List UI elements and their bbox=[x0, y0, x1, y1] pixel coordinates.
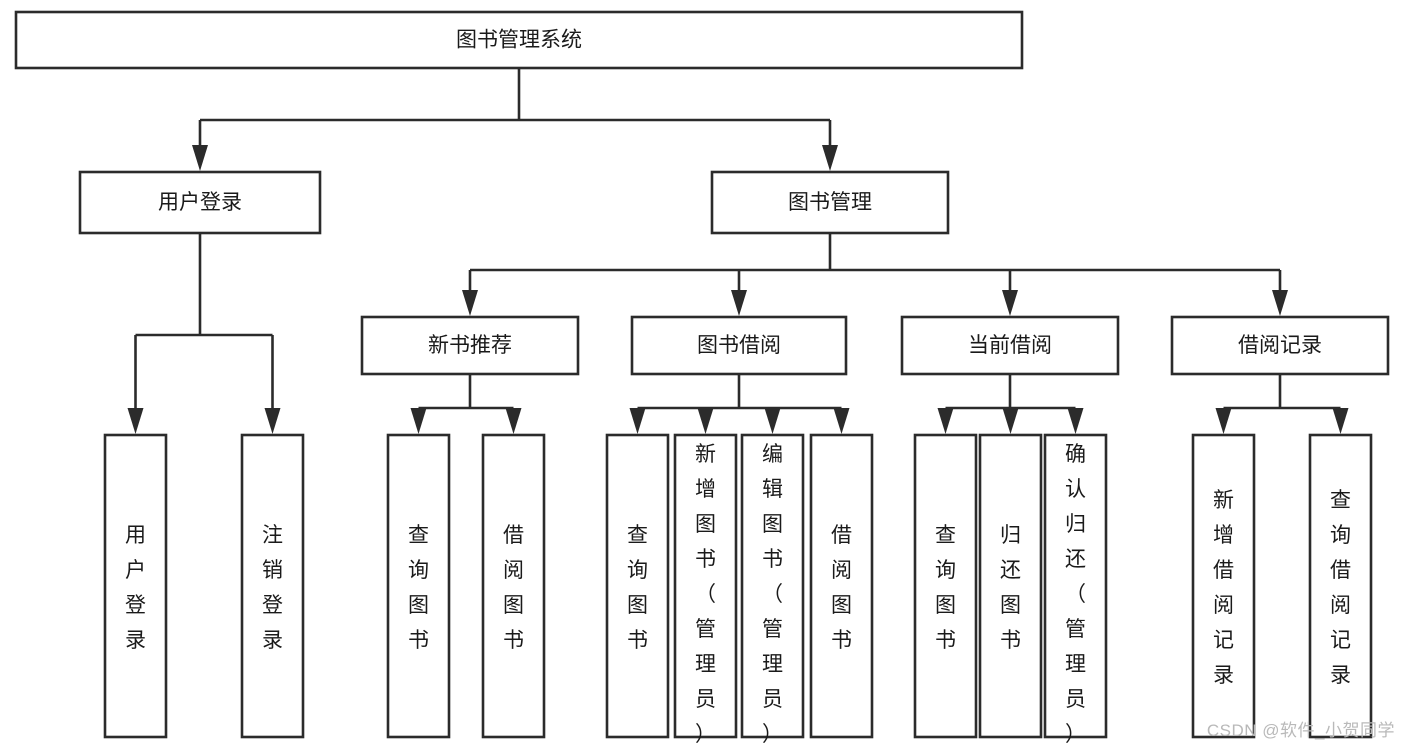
arrow-head-icon bbox=[1332, 408, 1349, 434]
node-box[interactable] bbox=[481, 433, 546, 739]
arrow-head-icon bbox=[192, 145, 208, 171]
node-box[interactable] bbox=[78, 170, 322, 235]
arrow-head-icon bbox=[731, 290, 747, 316]
node-box[interactable] bbox=[240, 433, 305, 739]
arrow-head-icon bbox=[264, 408, 281, 434]
arrow-head-icon bbox=[1067, 408, 1084, 434]
arrow-head-icon bbox=[1215, 408, 1232, 434]
node-leaf_10[interactable]: 归还图书 bbox=[978, 433, 1043, 739]
node-box[interactable] bbox=[809, 433, 874, 739]
node-label: 借阅图书 bbox=[831, 524, 852, 652]
arrow-head-icon bbox=[629, 408, 646, 434]
node-label: 借阅图书 bbox=[503, 524, 524, 652]
node-leaf_6[interactable]: 新增图书（管理员） bbox=[673, 433, 738, 746]
arrow-head-icon bbox=[833, 408, 850, 434]
node-box[interactable] bbox=[1191, 433, 1256, 739]
node-box[interactable] bbox=[673, 433, 738, 739]
node-leaf_4[interactable]: 借阅图书 bbox=[481, 433, 546, 739]
node-label: 查询借阅记录 bbox=[1330, 489, 1351, 687]
arrow-head-icon bbox=[764, 408, 781, 434]
node-leaf_7[interactable]: 编辑图书（管理员） bbox=[740, 433, 805, 746]
node-l2_b[interactable]: 图书借阅 bbox=[630, 315, 848, 376]
watermark-label: CSDN @软件_小贺同学 bbox=[1206, 721, 1395, 740]
node-box[interactable] bbox=[605, 433, 670, 739]
node-root[interactable]: 图书管理系统 bbox=[14, 10, 1024, 70]
arrow-head-icon bbox=[505, 408, 522, 434]
node-label: 用户登录 bbox=[158, 191, 242, 214]
node-label: 查询图书 bbox=[408, 524, 429, 652]
node-label: 归还图书 bbox=[1000, 524, 1021, 652]
arrow-head-icon bbox=[1272, 290, 1288, 316]
node-box[interactable] bbox=[900, 315, 1120, 376]
connector-layer bbox=[127, 68, 1349, 434]
node-box[interactable] bbox=[630, 315, 848, 376]
node-leaf_5[interactable]: 查询图书 bbox=[605, 433, 670, 739]
node-label: 确认归还（管理员） bbox=[1065, 443, 1086, 746]
node-box[interactable] bbox=[1308, 433, 1373, 739]
arrow-head-icon bbox=[937, 408, 954, 434]
node-label: 新书推荐 bbox=[428, 334, 512, 357]
node-leaf_8[interactable]: 借阅图书 bbox=[809, 433, 874, 739]
node-label: 查询图书 bbox=[935, 524, 956, 652]
node-label: 图书借阅 bbox=[697, 334, 781, 357]
node-leaf_3[interactable]: 查询图书 bbox=[386, 433, 451, 739]
arrow-head-icon bbox=[822, 145, 838, 171]
node-leaf_1[interactable]: 用户登录 bbox=[103, 433, 168, 739]
arrow-head-icon bbox=[1002, 290, 1018, 316]
node-box[interactable] bbox=[978, 433, 1043, 739]
node-box[interactable] bbox=[386, 433, 451, 739]
arrow-head-icon bbox=[697, 408, 714, 434]
node-box[interactable] bbox=[913, 433, 978, 739]
node-leaf_13[interactable]: 查询借阅记录 bbox=[1308, 433, 1373, 739]
node-label: 新增图书（管理员） bbox=[695, 443, 716, 746]
node-l2_c[interactable]: 当前借阅 bbox=[900, 315, 1120, 376]
node-l1_a[interactable]: 用户登录 bbox=[78, 170, 322, 235]
node-box[interactable] bbox=[1043, 433, 1108, 739]
node-leaf_9[interactable]: 查询图书 bbox=[913, 433, 978, 739]
node-leaf_2[interactable]: 注销登录 bbox=[240, 433, 305, 739]
arrow-head-icon bbox=[462, 290, 478, 316]
node-box[interactable] bbox=[14, 10, 1024, 70]
node-label: 查询图书 bbox=[627, 524, 648, 652]
node-label: 图书管理 bbox=[788, 191, 872, 214]
node-box[interactable] bbox=[710, 170, 950, 235]
node-leaf_12[interactable]: 新增借阅记录 bbox=[1191, 433, 1256, 739]
node-label: 注销登录 bbox=[262, 524, 283, 652]
node-box[interactable] bbox=[103, 433, 168, 739]
node-l2_a[interactable]: 新书推荐 bbox=[360, 315, 580, 376]
node-box[interactable] bbox=[740, 433, 805, 739]
node-label: 编辑图书（管理员） bbox=[762, 443, 783, 746]
node-label: 用户登录 bbox=[125, 524, 146, 652]
node-box[interactable] bbox=[1170, 315, 1390, 376]
node-label: 当前借阅 bbox=[968, 334, 1052, 357]
node-label: 图书管理系统 bbox=[456, 29, 582, 52]
node-box[interactable] bbox=[360, 315, 580, 376]
node-l1_b[interactable]: 图书管理 bbox=[710, 170, 950, 235]
node-layer: 图书管理系统用户登录图书管理新书推荐图书借阅当前借阅借阅记录用户登录注销登录查询… bbox=[14, 10, 1390, 746]
arrow-head-icon bbox=[410, 408, 427, 434]
node-label: 借阅记录 bbox=[1238, 334, 1322, 357]
arrow-head-icon bbox=[127, 408, 144, 434]
node-l2_d[interactable]: 借阅记录 bbox=[1170, 315, 1390, 376]
arrow-head-icon bbox=[1002, 408, 1019, 434]
node-label: 新增借阅记录 bbox=[1213, 489, 1234, 687]
node-leaf_11[interactable]: 确认归还（管理员） bbox=[1043, 433, 1108, 746]
